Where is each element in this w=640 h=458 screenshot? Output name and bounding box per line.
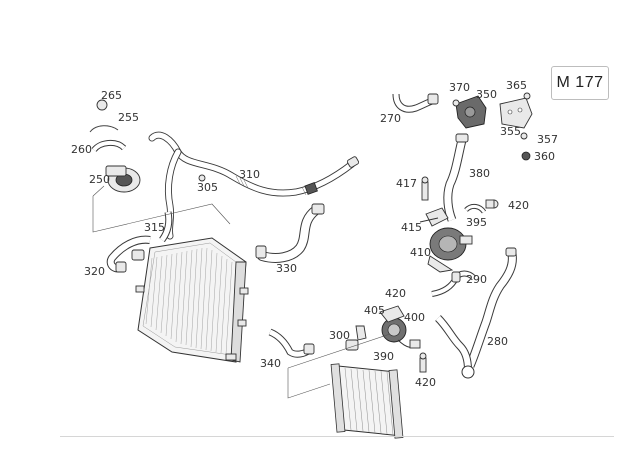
bracket-355 [499, 92, 533, 161]
callout-357: 357 [537, 133, 558, 146]
callout-265: 265 [101, 89, 122, 102]
hose-340 [268, 328, 315, 358]
hose-315-320 [106, 211, 173, 273]
pump-410 [427, 227, 473, 273]
callout-390: 390 [373, 350, 394, 363]
callout-395: 395 [466, 216, 487, 229]
main-radiator [135, 237, 249, 363]
valve-group [419, 176, 499, 227]
hose-330 [255, 203, 325, 263]
callout-300: 300 [329, 329, 350, 342]
callout-355: 355 [500, 125, 521, 138]
callout-315: 315 [144, 221, 165, 234]
callout-365: 365 [506, 79, 527, 92]
callout-360: 360 [534, 150, 555, 163]
hose-310 [148, 131, 360, 240]
callout-380: 380 [469, 167, 490, 180]
hose-270 [392, 93, 439, 113]
callout-290: 290 [466, 273, 487, 286]
callout-255: 255 [118, 111, 139, 124]
callout-260: 260 [71, 143, 92, 156]
callout-320: 320 [84, 265, 105, 278]
callout-305: 305 [197, 181, 218, 194]
callout-400: 400 [404, 311, 425, 324]
callout-250: 250 [89, 173, 110, 186]
callout-340: 340 [260, 357, 281, 370]
callout-370: 370 [449, 81, 470, 94]
auxiliary-radiator [330, 363, 404, 439]
callout-310: 310 [239, 168, 260, 181]
callout-420-a: 420 [508, 199, 529, 212]
callout-270: 270 [380, 112, 401, 125]
callout-330: 330 [276, 262, 297, 275]
hose-290 [431, 270, 477, 297]
callout-405: 405 [364, 304, 385, 317]
callout-417: 417 [396, 177, 417, 190]
callout-labels: 265 255 260 250 305 310 315 320 330 270 … [71, 79, 558, 389]
callout-420-b: 420 [385, 287, 406, 300]
hose-280 [435, 247, 517, 379]
thermostat-350 [452, 95, 487, 129]
model-label: M 177 [556, 74, 604, 91]
callout-410: 410 [410, 246, 431, 259]
callout-415: 415 [401, 221, 422, 234]
water-pump-250 [89, 99, 206, 193]
callout-420-c: 420 [415, 376, 436, 389]
hose-380 [443, 133, 469, 222]
model-label-box: M 177 [551, 66, 609, 100]
callout-350: 350 [476, 88, 497, 101]
callout-280: 280 [487, 335, 508, 348]
bottom-divider [60, 436, 614, 437]
